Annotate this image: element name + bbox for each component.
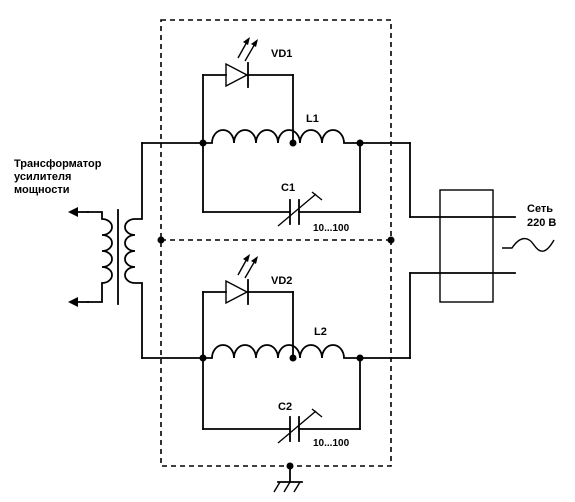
c1-label: C1	[281, 182, 295, 194]
ac-wave-icon	[502, 237, 555, 252]
ground-icon	[273, 462, 303, 493]
mains-label-line1: Сеть	[527, 203, 553, 215]
vd1-diode-icon	[225, 37, 258, 88]
transformer-label-line1: Трансформатор	[14, 158, 102, 170]
l1-label: L1	[306, 113, 319, 125]
mains-connector	[409, 142, 555, 359]
transformer-label-line2: усилителя	[14, 171, 71, 183]
l1-inductor-icon	[202, 129, 361, 144]
c2-value-label: 10...100	[313, 438, 350, 449]
vd1-label: VD1	[271, 48, 292, 60]
mains-label-line2: 220 В	[527, 217, 556, 229]
c1-value-label: 10...100	[313, 223, 350, 234]
vd2-diode-icon	[225, 254, 258, 305]
l2-inductor-icon	[202, 344, 361, 359]
c2-label: C2	[278, 401, 292, 413]
transformer-label-line3: мощности	[14, 184, 69, 196]
transformer	[68, 142, 165, 359]
lower-section	[141, 254, 411, 444]
vd2-label: VD2	[271, 275, 292, 287]
upper-section	[141, 37, 411, 227]
shield-enclosure	[160, 19, 392, 467]
mains-filter-box	[439, 189, 494, 303]
l2-label: L2	[314, 326, 327, 338]
c1-variable-capacitor-icon	[277, 191, 323, 227]
